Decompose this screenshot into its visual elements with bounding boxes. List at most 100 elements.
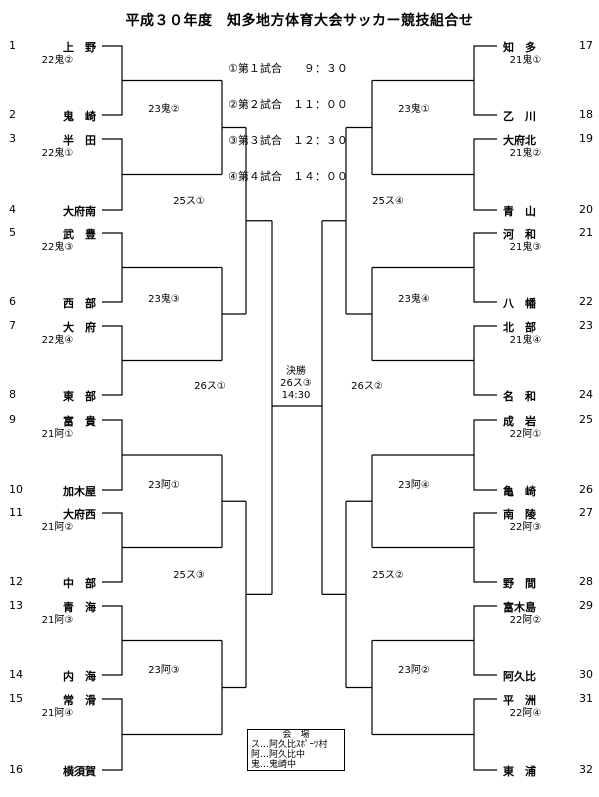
bracket-line-left-r1 (102, 698, 123, 771)
team-number-left: 6 (9, 295, 16, 308)
semifinal-label-right: 26ス② (351, 381, 383, 392)
schedule-line: ④第４試合 １４：００ (228, 170, 348, 183)
team-number-left: 16 (9, 763, 23, 776)
team-name-left: 常 滑 (63, 694, 96, 707)
team-name-left: 青 海 (63, 601, 96, 614)
schedule-line: ②第２試合 １１：００ (228, 98, 348, 111)
team-match-code-left: 21阿④ (41, 708, 74, 719)
venue-legend: 会 場 ス…阿久比ｽﾎﾟｰﾂ村 阿…阿久比中 鬼…鬼崎中 (247, 729, 345, 771)
team-name-right: 野 間 (503, 577, 536, 590)
team-number-right: 26 (579, 483, 593, 496)
team-name-right: 乙 川 (503, 110, 536, 123)
team-name-right: 南 陵 (503, 508, 536, 521)
team-number-right: 20 (579, 203, 593, 216)
round2-match-label-left: 23鬼③ (148, 294, 180, 305)
team-match-code-right: 22阿② (509, 615, 542, 626)
team-number-right: 32 (579, 763, 593, 776)
round2-match-label-right: 23鬼① (398, 104, 430, 115)
bracket-line-right-r1 (473, 512, 497, 583)
team-number-left: 12 (9, 575, 23, 588)
bracket-line-left-r1 (102, 512, 123, 583)
round2-match-label-left: 23鬼② (148, 104, 180, 115)
bracket-line-left-r1 (102, 419, 123, 491)
team-name-right: 河 和 (503, 228, 536, 241)
bracket-line-right-r1 (473, 138, 497, 211)
team-number-left: 14 (9, 668, 23, 681)
team-match-code-left: 22鬼② (41, 55, 74, 66)
team-name-left: 東 部 (63, 390, 96, 403)
team-name-right: 東 浦 (503, 765, 536, 778)
team-name-right: 成 岩 (503, 415, 536, 428)
bracket-line-right-r1 (473, 45, 497, 116)
team-name-left: 大府南 (63, 205, 96, 218)
bracket-line-right-r1 (473, 698, 497, 771)
team-number-right: 30 (579, 668, 593, 681)
round2-match-label-right: 23阿④ (398, 480, 430, 491)
bracket-line-right-r1 (473, 419, 497, 491)
round3-match-label-right: 25ス② (372, 570, 404, 581)
team-name-left: 半 田 (63, 134, 96, 147)
team-number-left: 10 (9, 483, 23, 496)
team-number-left: 11 (9, 506, 23, 519)
final-code: 26ス③ (280, 378, 312, 389)
schedule-line: ①第１試合 ９：３０ (228, 62, 348, 75)
team-number-right: 23 (579, 319, 593, 332)
round2-match-label-left: 23阿③ (148, 665, 180, 676)
team-match-code-left: 22鬼③ (41, 242, 74, 253)
team-name-left: 富 貴 (63, 415, 96, 428)
team-name-left: 加木屋 (63, 485, 96, 498)
team-number-right: 17 (579, 39, 593, 52)
team-number-right: 22 (579, 295, 593, 308)
team-name-right: 北 部 (503, 321, 536, 334)
team-number-left: 13 (9, 599, 23, 612)
team-name-right: 知 多 (503, 41, 536, 54)
team-name-left: 中 部 (63, 577, 96, 590)
team-number-left: 5 (9, 226, 16, 239)
team-match-code-right: 21鬼③ (509, 242, 542, 253)
team-match-code-left: 21阿③ (41, 615, 74, 626)
team-number-right: 24 (579, 388, 593, 401)
venue-item: 阿…阿久比中 (251, 750, 306, 760)
team-number-right: 29 (579, 599, 593, 612)
team-name-right: 八 幡 (503, 297, 536, 310)
team-name-right: 平 洲 (503, 694, 536, 707)
venue-heading: 会 場 (282, 730, 310, 740)
venue-item: 鬼…鬼崎中 (251, 760, 297, 770)
round2-match-label-left: 23阿① (148, 480, 180, 491)
team-name-right: 大府北 (503, 134, 536, 147)
schedule-line: ③第３試合 １２：３０ (228, 134, 348, 147)
team-name-left: 上 野 (63, 41, 96, 54)
team-number-left: 8 (9, 388, 16, 401)
team-match-code-right: 22阿④ (509, 708, 542, 719)
bracket-line-left-r1 (102, 138, 123, 211)
page-title: 平成３０年度 知多地方体育大会サッカー競技組合せ (125, 13, 474, 29)
team-number-left: 15 (9, 692, 23, 705)
round2-match-label-right: 23阿② (398, 665, 430, 676)
round3-match-label-left: 25ス③ (173, 570, 205, 581)
semifinal-label-left: 26ス① (194, 381, 226, 392)
team-name-right: 名 和 (503, 390, 536, 403)
team-number-right: 28 (579, 575, 593, 588)
team-number-left: 3 (9, 132, 16, 145)
team-match-code-left: 22鬼① (41, 148, 74, 159)
final-match-label: 決勝 26ス③ 14:30 (268, 366, 324, 402)
round3-match-label-left: 25ス① (173, 196, 205, 207)
team-name-left: 武 豊 (63, 228, 96, 241)
team-name-left: 大 府 (63, 321, 96, 334)
final-title: 決勝 (286, 366, 306, 377)
bracket-line-left-r1 (102, 232, 123, 303)
team-match-code-left: 21阿① (41, 429, 74, 440)
team-number-right: 27 (579, 506, 593, 519)
team-number-left: 7 (9, 319, 16, 332)
round3-match-label-right: 25ス④ (372, 196, 404, 207)
team-match-code-left: 22鬼④ (41, 335, 74, 346)
team-name-left: 横須賀 (63, 765, 96, 778)
team-name-left: 大府西 (63, 508, 96, 521)
team-number-right: 31 (579, 692, 593, 705)
team-number-left: 4 (9, 203, 16, 216)
venue-item: ス…阿久比ｽﾎﾟｰﾂ村 (251, 740, 328, 750)
team-name-left: 西 部 (63, 297, 96, 310)
round2-match-label-right: 23鬼④ (398, 294, 430, 305)
bracket-line-right-r1 (473, 325, 497, 396)
team-number-left: 1 (9, 39, 16, 52)
